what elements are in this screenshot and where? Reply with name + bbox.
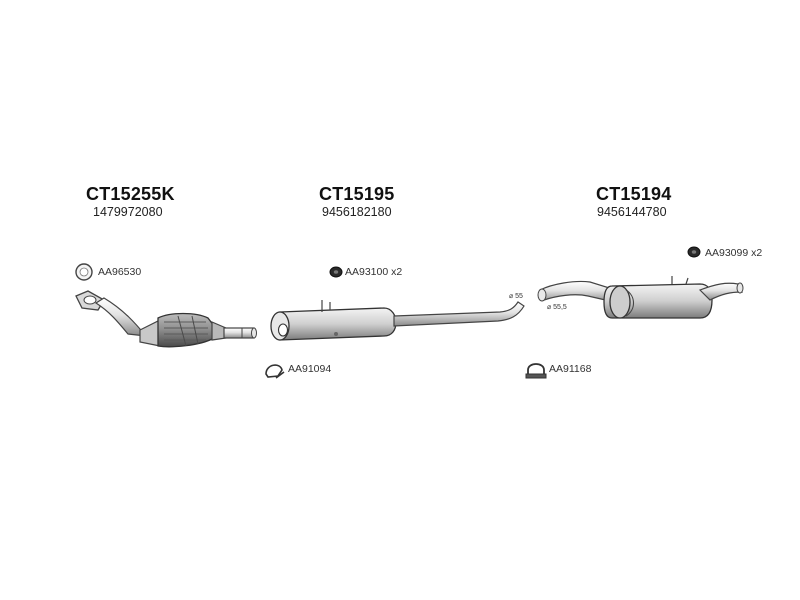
part-code-rear: CT15194 <box>596 184 672 204</box>
clamp-icon <box>525 363 547 379</box>
clamp-mid-ref-label: AA91094 <box>288 363 332 375</box>
clamp-rear-ref-label: AA91168 <box>549 363 592 375</box>
rear-silencer-part <box>537 276 744 319</box>
rubber-mount-icon <box>329 266 343 278</box>
rubber-mount-icon <box>687 246 701 258</box>
oem-number-rear: 9456144780 <box>597 205 667 219</box>
mount-mid-ref-label: AA93100 x2 <box>345 266 403 278</box>
oem-number-catalyst: 1479972080 <box>93 205 163 219</box>
diameter-label-55-5: ⌀ 55,5 <box>547 304 567 311</box>
clamp-icon <box>265 364 285 379</box>
part-code-catalyst: CT15255K <box>86 184 175 204</box>
middle-silencer-part <box>270 300 525 341</box>
oem-number-middle: 9456182180 <box>322 205 392 219</box>
gasket-icon <box>75 263 93 281</box>
gasket-ref-label: AA96530 <box>98 266 142 278</box>
catalytic-converter-part <box>75 290 257 348</box>
diameter-label-55: ⌀ 55 <box>509 293 523 300</box>
part-code-middle: CT15195 <box>319 184 395 204</box>
mount-rear-ref-label: AA93099 x2 <box>705 247 763 259</box>
